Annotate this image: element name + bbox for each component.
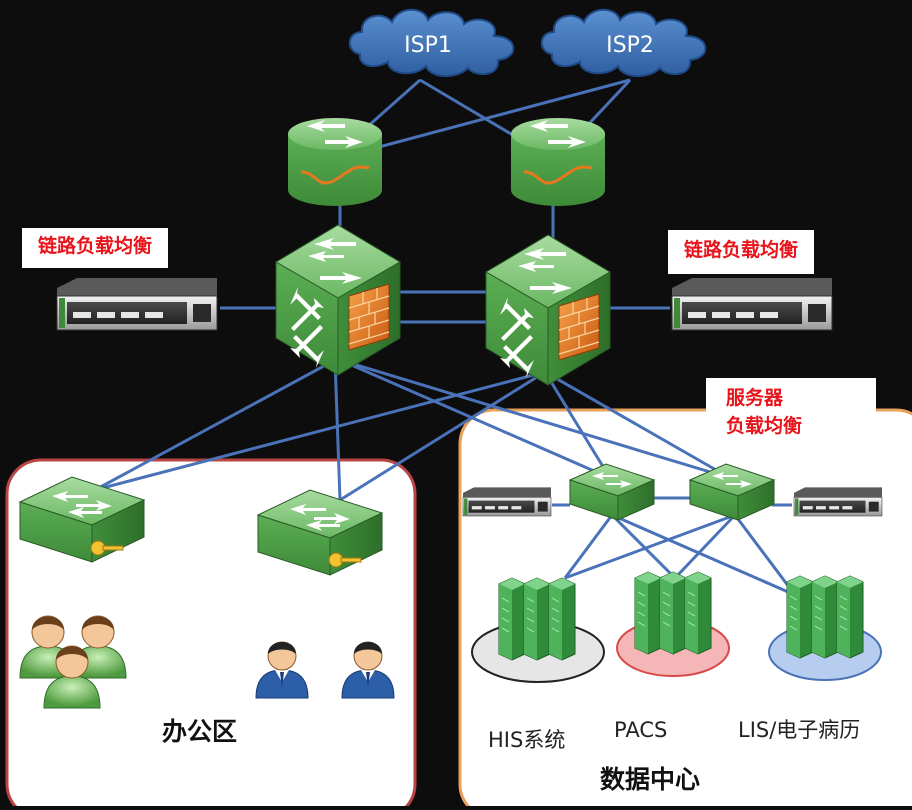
- cluster-lis-label: LIS/电子病历: [738, 718, 861, 742]
- key-icon: [328, 552, 362, 568]
- server-lb-label: 服务器 负载均衡: [706, 378, 876, 448]
- server-lb-label-line2: 负载均衡: [726, 415, 803, 437]
- server-lb-appliance-right-icon: [793, 487, 883, 517]
- isp2-cloud: [540, 8, 707, 77]
- link-lb-appliance-left-icon: [56, 277, 218, 331]
- office-zone-title: 办公区: [162, 717, 238, 746]
- server-lb-appliance-left-icon: [462, 487, 552, 517]
- cluster-his-icon: [471, 577, 605, 683]
- link-lb-label-left: 链路负载均衡: [22, 228, 169, 268]
- cluster-his-label: HIS系统: [488, 728, 566, 752]
- cluster-lis-icon: [768, 575, 882, 681]
- link-lb-appliance-right-icon: [671, 277, 833, 331]
- links: [94, 78, 797, 597]
- server-lb-label-line1: 服务器: [726, 387, 784, 409]
- router-right-icon: [509, 116, 607, 208]
- isp1-label: ISP1: [404, 33, 452, 58]
- isp1-cloud: [348, 8, 515, 77]
- key-icon: [90, 540, 124, 556]
- cluster-pacs-label: PACS: [614, 718, 668, 742]
- datacenter-zone-title: 数据中心: [600, 765, 701, 794]
- router-left-icon: [286, 116, 384, 208]
- cluster-pacs-icon: [616, 571, 730, 677]
- core-switch-right-icon: [485, 234, 611, 386]
- core-switch-left-icon: [275, 224, 401, 376]
- isp2-label: ISP2: [606, 33, 654, 58]
- link-lb-label-right: 链路负载均衡: [668, 230, 815, 274]
